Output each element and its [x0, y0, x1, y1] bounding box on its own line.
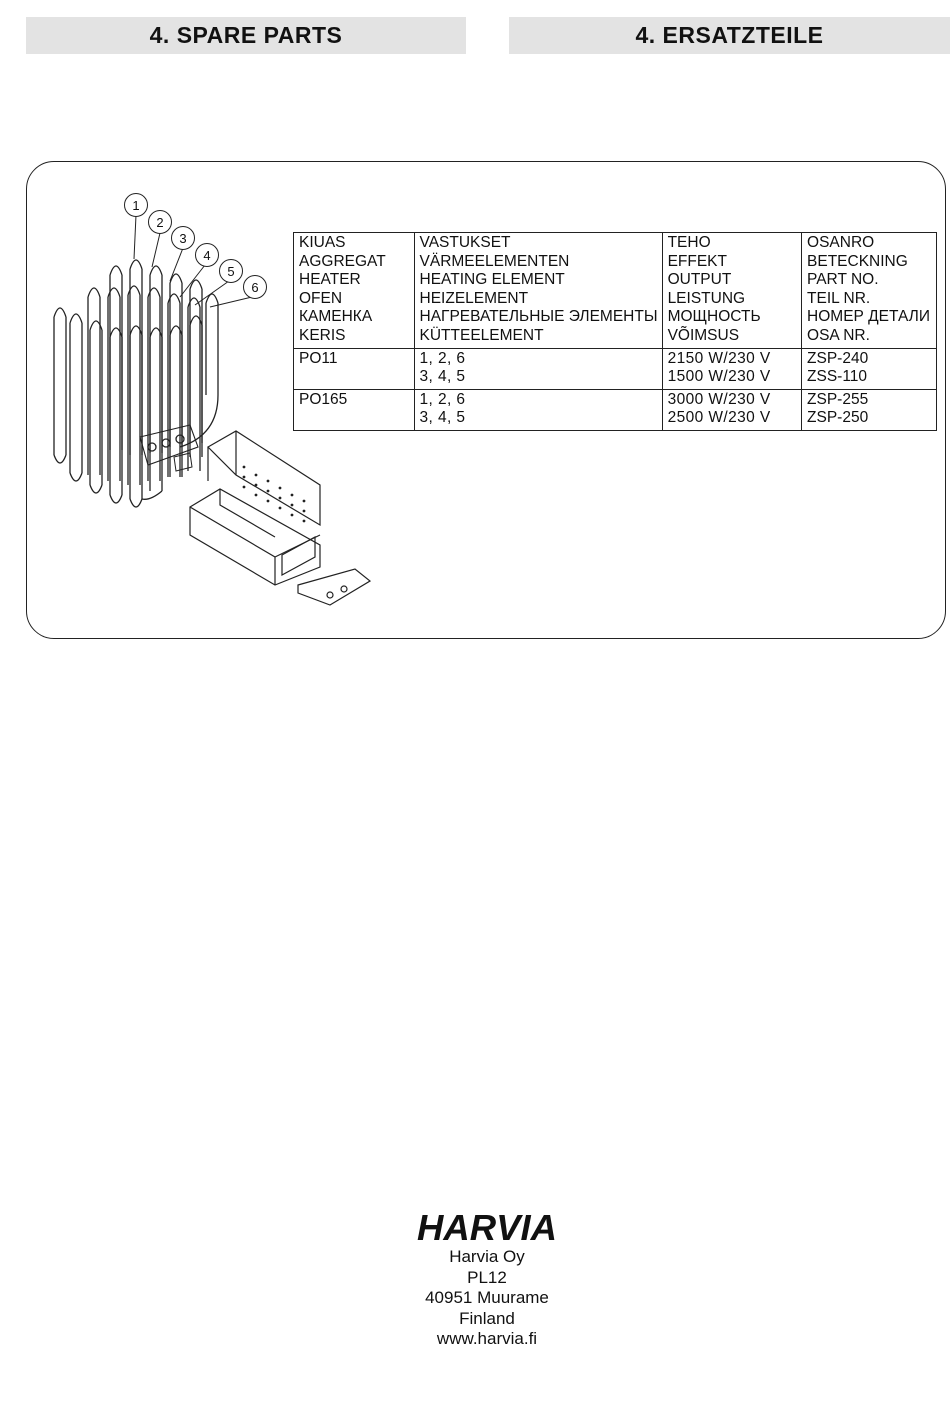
callout-label-1: 1 — [132, 198, 139, 213]
cell-model: PO11 — [293, 347, 415, 390]
spare-parts-panel — [26, 161, 946, 639]
website-link[interactable]: www.harvia.fi — [436, 1329, 538, 1348]
callout-5 — [219, 259, 243, 283]
cell-part-no: ZSP-255 ZSP-250 — [801, 388, 937, 431]
section-title-de: 4. ERSATZTEILE — [509, 17, 950, 54]
callout-4 — [195, 243, 219, 267]
housing-holes — [242, 465, 306, 523]
harvia-logo: HARVIA — [417, 1208, 557, 1246]
company-name: Harvia Oy — [449, 1247, 525, 1266]
callout-2 — [148, 210, 172, 234]
svg-text:HARVIA: HARVIA — [417, 1208, 557, 1246]
callout-label-2: 2 — [156, 215, 163, 230]
cell-elements: 1, 2, 6 3, 4, 5 — [413, 347, 663, 390]
cell-output: 3000 W/230 V 2500 W/230 V — [661, 388, 803, 431]
heater-element-diagram: 1 2 3 4 5 6 — [53, 193, 372, 606]
header-output: TEHO EFFEKT OUTPUT LEISTUNG МОЩНОСТЬ VÕI… — [661, 232, 803, 349]
po-box: PL12 — [467, 1267, 507, 1287]
country: Finland — [459, 1308, 515, 1328]
callout-1 — [124, 193, 148, 217]
callout-label-6: 6 — [251, 280, 258, 295]
table-row: PO165 1, 2, 6 3, 4, 5 3000 W/230 V 2500 … — [293, 388, 937, 431]
cell-part-no: ZSP-240 ZSS-110 — [801, 347, 937, 390]
callout-label-3: 3 — [179, 231, 186, 246]
header-heater: KIUAS AGGREGAT HEATER OFEN КАМЕНКА KERIS — [293, 232, 415, 349]
header-part-no: OSANRO BETECKNING PART NO. TEIL NR. НОМЕ… — [801, 232, 937, 349]
spare-parts-table: KIUAS AGGREGAT HEATER OFEN КАМЕНКА KERIS… — [293, 232, 937, 431]
table-header-row: KIUAS AGGREGAT HEATER OFEN КАМЕНКА KERIS… — [293, 232, 937, 349]
header-heating-element: VASTUKSET VÄRMEELEMENTEN HEATING ELEMENT… — [413, 232, 663, 349]
callout-label-4: 4 — [203, 248, 210, 263]
cell-output: 2150 W/230 V 1500 W/230 V — [661, 347, 803, 390]
callout-6 — [243, 275, 267, 299]
table-row: PO11 1, 2, 6 3, 4, 5 2150 W/230 V 1500 W… — [293, 347, 937, 390]
heater-housing — [189, 430, 372, 606]
cell-elements: 1, 2, 6 3, 4, 5 — [413, 388, 663, 431]
callout-3 — [171, 226, 195, 250]
heating-element-tubes — [53, 259, 219, 508]
section-title-en: 4. SPARE PARTS — [26, 17, 466, 54]
city: 40951 Muurame — [425, 1288, 549, 1307]
company-footer: HARVIA Harvia Oy PL12 40951 Muurame Finl… — [380, 1208, 594, 1350]
callout-label-5: 5 — [227, 264, 234, 279]
cell-model: PO165 — [293, 388, 415, 431]
